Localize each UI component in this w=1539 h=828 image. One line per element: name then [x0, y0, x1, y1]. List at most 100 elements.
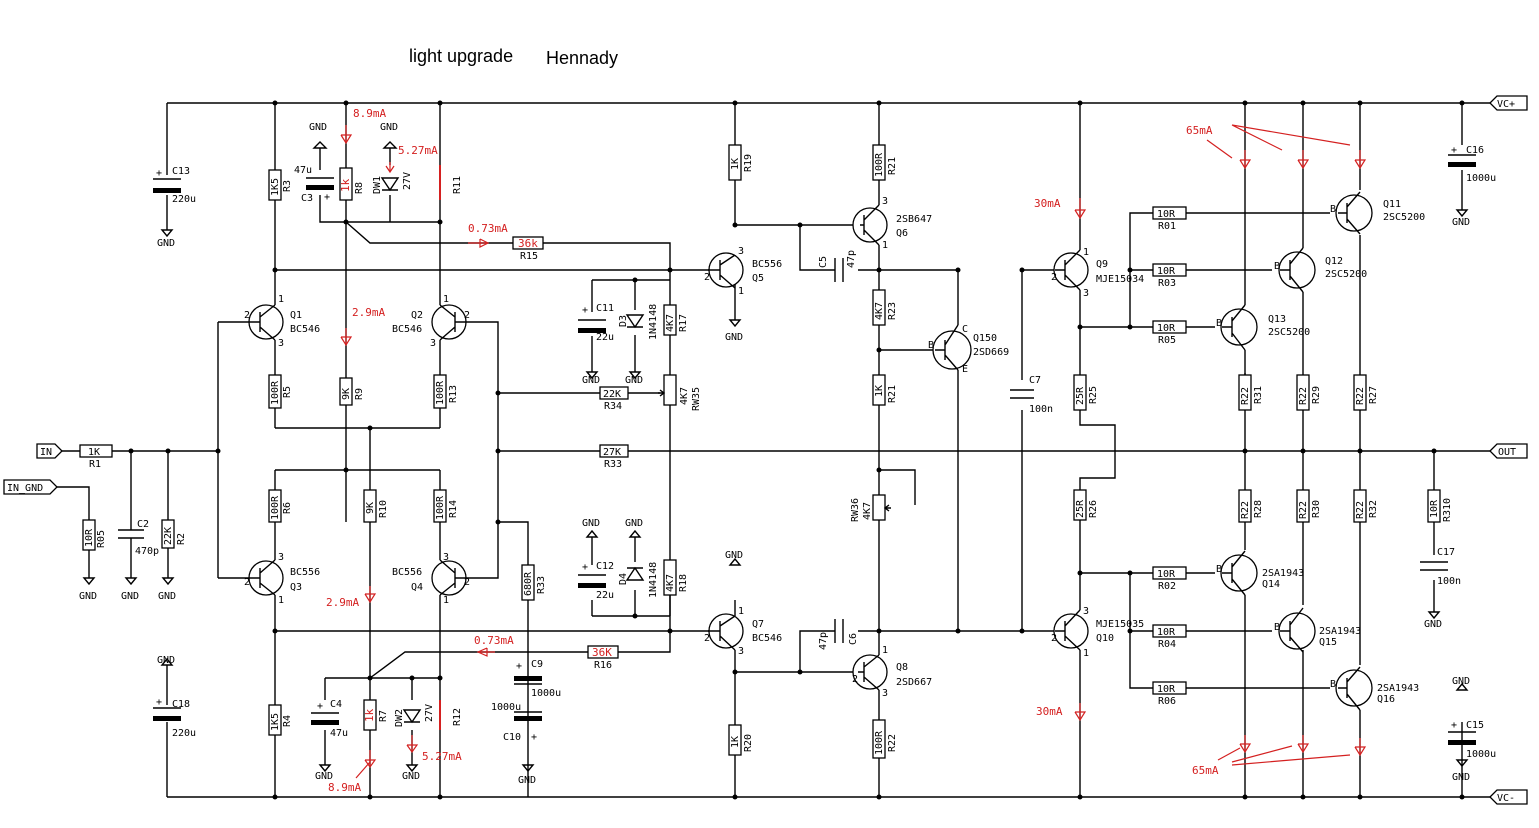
- current-label-30ma-top: 30mA: [1034, 197, 1061, 210]
- svg-text:Q12: Q12: [1325, 256, 1343, 267]
- resistor-r12: R12: [439, 700, 463, 730]
- svg-text:100R: 100R: [270, 380, 281, 405]
- svg-text:22u: 22u: [596, 590, 614, 601]
- svg-text:B: B: [1330, 204, 1336, 215]
- svg-text:R06: R06: [1158, 696, 1176, 707]
- svg-text:R22: R22: [1240, 501, 1251, 519]
- svg-text:220u: 220u: [172, 194, 196, 205]
- svg-text:R02: R02: [1158, 581, 1176, 592]
- svg-text:R28: R28: [1253, 500, 1264, 518]
- capacitor-c17: C17 100n: [1420, 547, 1461, 587]
- svg-text:GND: GND: [380, 122, 398, 133]
- svg-text:470p: 470p: [135, 546, 159, 557]
- svg-text:GND: GND: [121, 591, 139, 602]
- svg-text:2: 2: [704, 633, 710, 644]
- svg-text:R3: R3: [282, 180, 293, 192]
- svg-text:2SC5200: 2SC5200: [1268, 327, 1310, 338]
- svg-text:2SD669: 2SD669: [973, 347, 1009, 358]
- svg-text:3: 3: [882, 688, 888, 699]
- svg-text:10R: 10R: [1157, 684, 1176, 695]
- svg-text:R03: R03: [1158, 278, 1176, 289]
- svg-text:B: B: [1216, 318, 1222, 329]
- svg-text:GND: GND: [1452, 217, 1470, 228]
- svg-text:MJE15035: MJE15035: [1096, 619, 1144, 630]
- svg-text:10R: 10R: [1157, 627, 1176, 638]
- svg-text:C6: C6: [848, 633, 859, 645]
- svg-text:10R: 10R: [1429, 499, 1440, 518]
- svg-text:GND: GND: [1452, 676, 1470, 687]
- svg-text:1K5: 1K5: [270, 178, 281, 196]
- svg-text:C2: C2: [137, 519, 149, 530]
- svg-text:C7: C7: [1029, 375, 1041, 386]
- svg-text:10R: 10R: [1157, 266, 1176, 277]
- resistor-r11: R11: [439, 165, 463, 200]
- svg-text:C3: C3: [301, 193, 313, 204]
- svg-text:100R: 100R: [435, 495, 446, 520]
- svg-text:R18: R18: [678, 574, 689, 592]
- svg-text:BC546: BC546: [752, 633, 782, 644]
- svg-text:1k: 1k: [363, 708, 376, 722]
- svg-text:100n: 100n: [1437, 576, 1461, 587]
- svg-text:R04: R04: [1158, 639, 1176, 650]
- svg-text:C4: C4: [330, 699, 342, 710]
- svg-text:1: 1: [278, 294, 284, 305]
- current-label-65ma-top: 65mA: [1186, 124, 1213, 137]
- svg-text:10R: 10R: [1157, 569, 1176, 580]
- svg-text:C17: C17: [1437, 547, 1455, 558]
- svg-text:1N4148: 1N4148: [648, 304, 659, 340]
- svg-text:25R: 25R: [1075, 499, 1086, 518]
- svg-text:4K7: 4K7: [679, 387, 690, 405]
- svg-text:R33: R33: [536, 576, 547, 594]
- port-in: IN: [36, 443, 63, 459]
- svg-text:2: 2: [464, 310, 470, 321]
- svg-text:2SA1943: 2SA1943: [1262, 568, 1304, 579]
- svg-text:1: 1: [1083, 247, 1089, 258]
- svg-text:2: 2: [1051, 633, 1057, 644]
- port-out-label: OUT: [1498, 447, 1516, 458]
- wires: [57, 102, 1490, 798]
- svg-text:R22: R22: [1298, 387, 1309, 405]
- svg-text:2: 2: [1051, 272, 1057, 283]
- svg-text:R32: R32: [1368, 500, 1379, 518]
- svg-text:D4: D4: [618, 573, 629, 585]
- svg-text:Q9: Q9: [1096, 259, 1108, 270]
- svg-text:MJE15034: MJE15034: [1096, 274, 1144, 285]
- svg-text:1: 1: [278, 595, 284, 606]
- svg-text:3: 3: [430, 338, 436, 349]
- svg-text:C16: C16: [1466, 145, 1484, 156]
- svg-text:B: B: [928, 340, 934, 351]
- svg-text:2: 2: [852, 674, 858, 685]
- svg-text:9K: 9K: [365, 502, 376, 514]
- svg-text:GND: GND: [725, 332, 743, 343]
- svg-text:9K: 9K: [341, 388, 352, 400]
- svg-text:R05: R05: [96, 530, 107, 548]
- port-vcn-label: VC-: [1497, 793, 1515, 804]
- current-label-30ma-bottom: 30mA: [1036, 705, 1063, 718]
- svg-text:1000u: 1000u: [1466, 749, 1496, 760]
- svg-text:R15: R15: [520, 251, 538, 262]
- svg-text:R30: R30: [1311, 500, 1322, 518]
- svg-text:3: 3: [443, 552, 449, 563]
- svg-text:R2: R2: [176, 533, 187, 545]
